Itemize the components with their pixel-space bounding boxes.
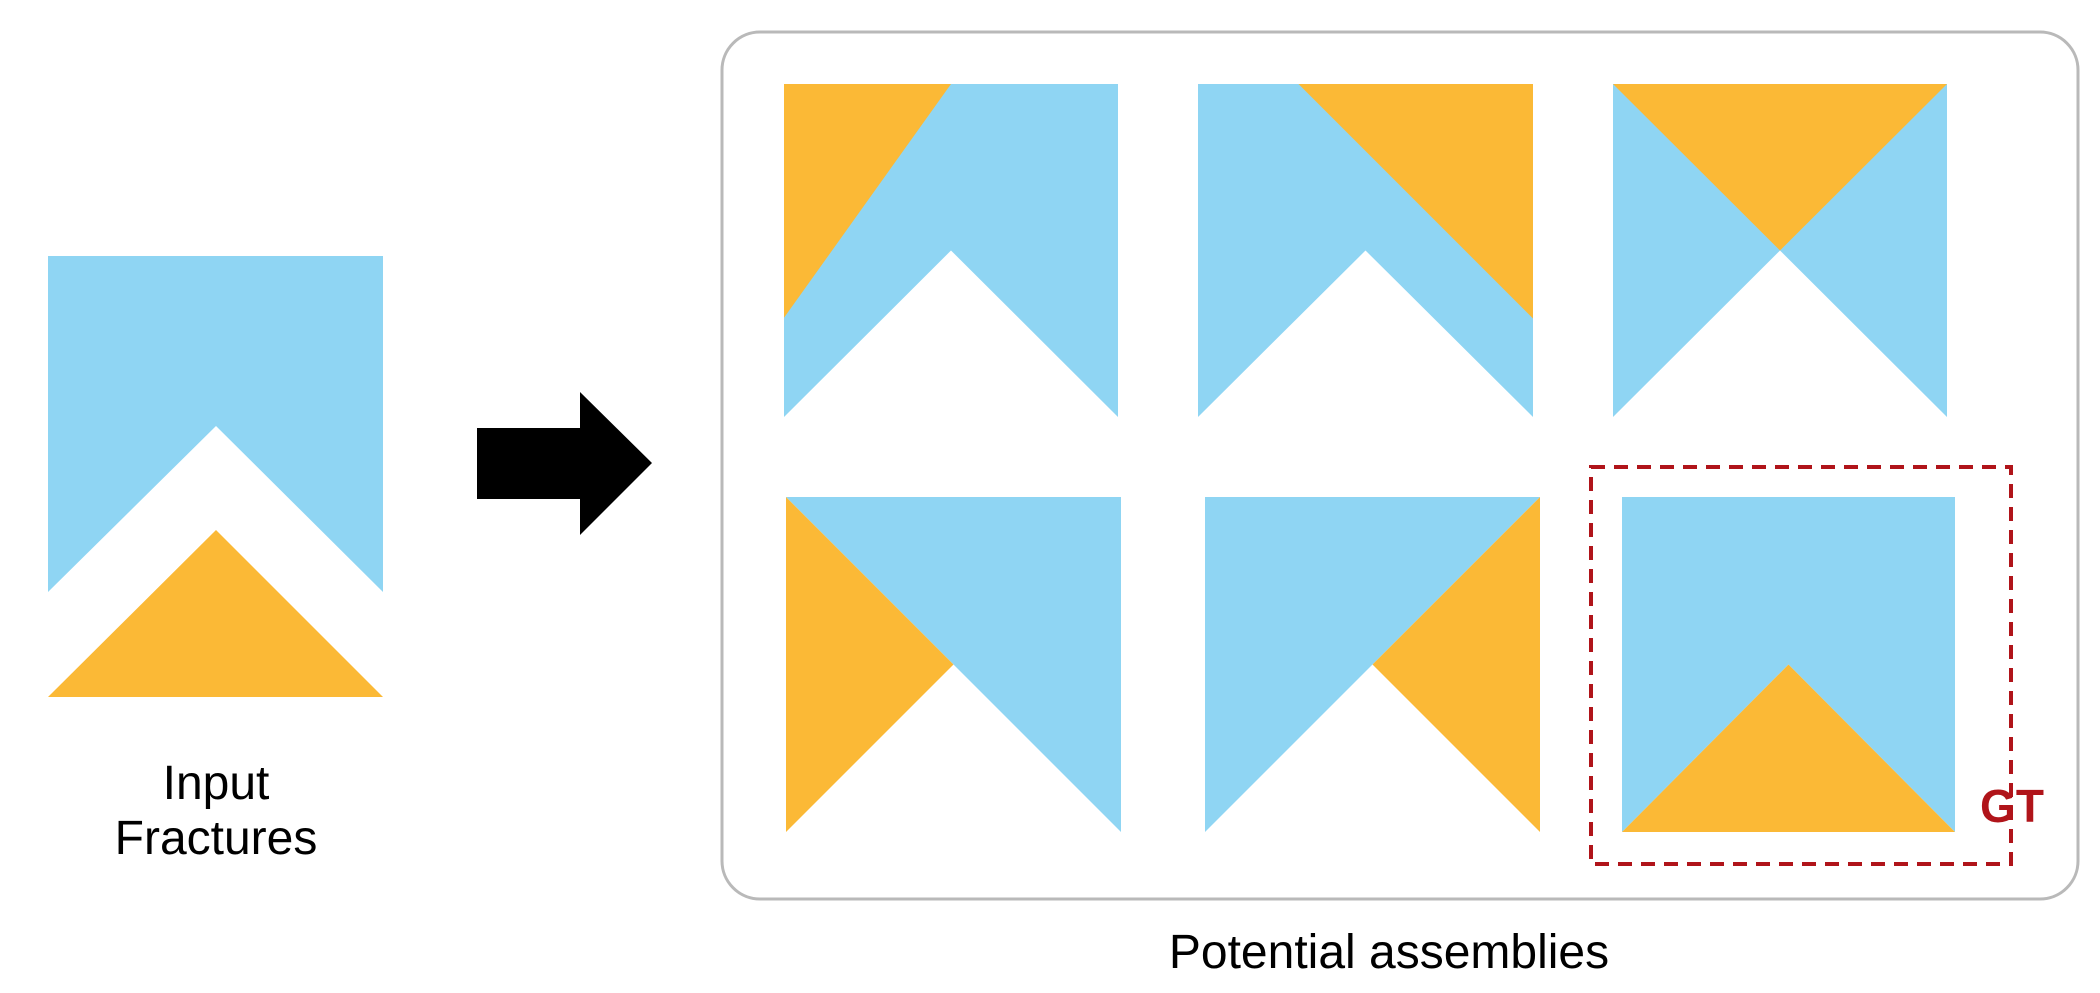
right-arrow-icon bbox=[477, 392, 652, 535]
assembly-4-orange-fragment bbox=[786, 497, 954, 832]
assembly-6-orange-fragment bbox=[1622, 664, 1955, 832]
assembly-1-orange-fragment bbox=[784, 84, 951, 318]
input-label-line1: Input bbox=[162, 757, 270, 810]
input-blue-fragment bbox=[48, 256, 383, 592]
input-orange-fragment bbox=[48, 530, 383, 697]
assembly-2-orange-fragment bbox=[1298, 84, 1533, 319]
input-fractures-label: Input Fractures bbox=[66, 756, 366, 866]
ground-truth-label: GT bbox=[1980, 780, 2044, 832]
ground-truth-box bbox=[1589, 465, 2013, 866]
assembly-5-orange-fragment bbox=[1372, 497, 1540, 832]
input-label-line2: Fractures bbox=[114, 812, 318, 866]
assemblies-frame bbox=[720, 30, 2080, 901]
assembly-3-orange-fragment bbox=[1613, 84, 1947, 251]
potential-assemblies-label: Potential assemblies bbox=[1168, 926, 1610, 979]
